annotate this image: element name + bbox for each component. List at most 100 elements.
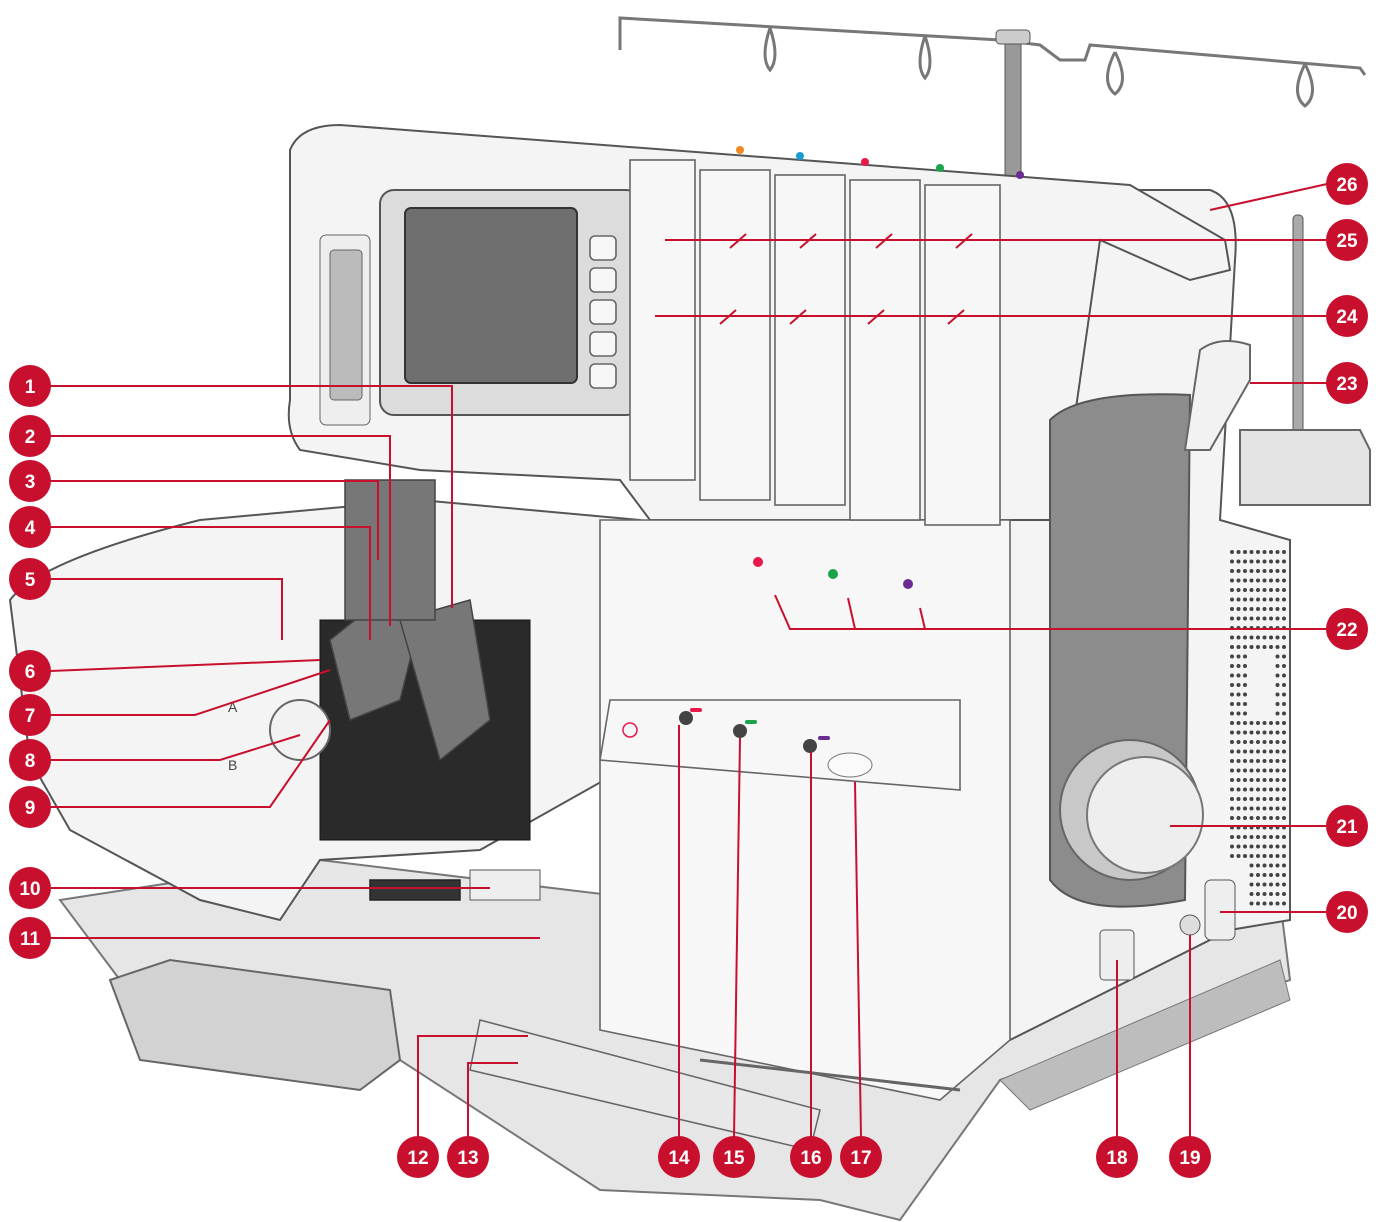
vent-hole: [1275, 882, 1280, 887]
vent-hole: [1256, 797, 1260, 801]
thread-stand: [618, 16, 1367, 181]
callout-7: 7: [9, 694, 51, 736]
callout-circle-18: [1096, 1136, 1138, 1178]
vent-hole: [1275, 740, 1280, 744]
vent-hole: [1236, 664, 1241, 668]
vent-hole: [1236, 730, 1241, 735]
vent-hole: [1256, 616, 1260, 621]
vent-hole: [1230, 854, 1234, 858]
vent-hole: [1236, 806, 1241, 811]
stitch-a-label: A: [228, 699, 238, 715]
vent-hole: [1230, 550, 1234, 554]
vent-hole: [1262, 635, 1267, 640]
callout-11: 11: [9, 917, 51, 959]
vent-hole: [1262, 721, 1267, 725]
vent-hole: [1256, 759, 1260, 763]
leader-tick-24-3: [947, 309, 965, 325]
callout-4: 4: [9, 506, 51, 548]
leader-line-1: [50, 385, 453, 608]
vent-hole: [1282, 892, 1286, 896]
callout-circle-13: [447, 1136, 489, 1178]
vent-hole: [1282, 797, 1286, 801]
vent-hole: [1243, 692, 1247, 697]
vent-hole: [1282, 673, 1286, 678]
vent-hole: [1230, 559, 1234, 564]
vent-hole: [1243, 844, 1247, 849]
vent-hole: [1282, 569, 1286, 573]
vent-hole: [1282, 578, 1286, 583]
vent-hole: [1269, 863, 1273, 868]
callout-number-20: 20: [1336, 903, 1357, 924]
callout-8: 8: [9, 739, 51, 781]
callout-number-22: 22: [1336, 620, 1357, 641]
vent-hole: [1256, 816, 1260, 820]
vent-hole: [1262, 863, 1267, 868]
vent-hole: [1256, 635, 1260, 640]
vent-hole: [1256, 778, 1260, 782]
vent-hole: [1282, 597, 1286, 602]
vent-hole: [1230, 683, 1234, 687]
callout-number-16: 16: [800, 1148, 821, 1169]
vent-hole: [1269, 854, 1273, 858]
callout-17: 17: [840, 1136, 882, 1178]
callout-number-4: 4: [25, 518, 36, 539]
vent-hole: [1230, 597, 1234, 602]
vent-hole: [1282, 559, 1286, 564]
vent-hole: [1275, 730, 1280, 735]
vent-hole: [1243, 816, 1247, 820]
vent-hole: [1236, 597, 1241, 602]
vent-hole: [1230, 569, 1234, 573]
stitch-b-label: B: [228, 757, 237, 773]
callout-circle-4: [9, 506, 51, 548]
vent-hole: [1282, 882, 1286, 887]
vent-hole: [1282, 635, 1286, 640]
vent-hole: [1243, 616, 1247, 621]
vent-hole: [1236, 759, 1241, 763]
callout-23: 23: [1326, 362, 1368, 404]
vent-hole: [1236, 588, 1241, 592]
vent-hole: [1236, 559, 1241, 564]
vent-hole: [1262, 873, 1267, 877]
vent-hole: [1243, 597, 1247, 602]
vent-hole: [1256, 578, 1260, 583]
vent-hole: [1243, 569, 1247, 573]
vent-hole: [1236, 797, 1241, 801]
vent-hole: [1275, 654, 1280, 659]
vent-hole: [1249, 768, 1254, 773]
vent-hole: [1275, 759, 1280, 763]
callout-circle-21: [1326, 805, 1368, 847]
vent-hole: [1230, 692, 1234, 697]
vent-hole: [1262, 844, 1267, 849]
vent-hole: [1230, 635, 1234, 640]
vent-hole: [1256, 597, 1260, 602]
vent-hole: [1275, 835, 1280, 839]
vent-hole: [1249, 645, 1254, 649]
leader-tick-24-2: [867, 309, 885, 325]
vent-hole: [1243, 806, 1247, 811]
vent-hole: [1230, 778, 1234, 782]
callout-circle-14: [658, 1136, 700, 1178]
callout-number-9: 9: [25, 798, 36, 819]
vent-hole: [1230, 835, 1234, 839]
vent-hole: [1243, 778, 1247, 782]
vent-hole: [1269, 759, 1273, 763]
vent-hole: [1236, 787, 1241, 792]
leader-line-13: [467, 1062, 518, 1137]
vent-hole: [1256, 863, 1260, 868]
vent-hole: [1275, 607, 1280, 611]
vent-hole: [1262, 597, 1267, 602]
vent-hole: [1256, 882, 1260, 887]
vent-hole: [1275, 569, 1280, 573]
vent-hole: [1269, 816, 1273, 820]
vent-hole: [1262, 559, 1267, 564]
vent-hole: [1249, 863, 1254, 868]
vent-hole: [1275, 616, 1280, 621]
vent-hole: [1230, 721, 1234, 725]
callout-circle-12: [397, 1136, 439, 1178]
callout-number-13: 13: [457, 1148, 478, 1169]
vent-hole: [1256, 835, 1260, 839]
vent-hole: [1269, 882, 1273, 887]
vent-hole: [1243, 550, 1247, 554]
leader-line-3: [50, 480, 379, 560]
